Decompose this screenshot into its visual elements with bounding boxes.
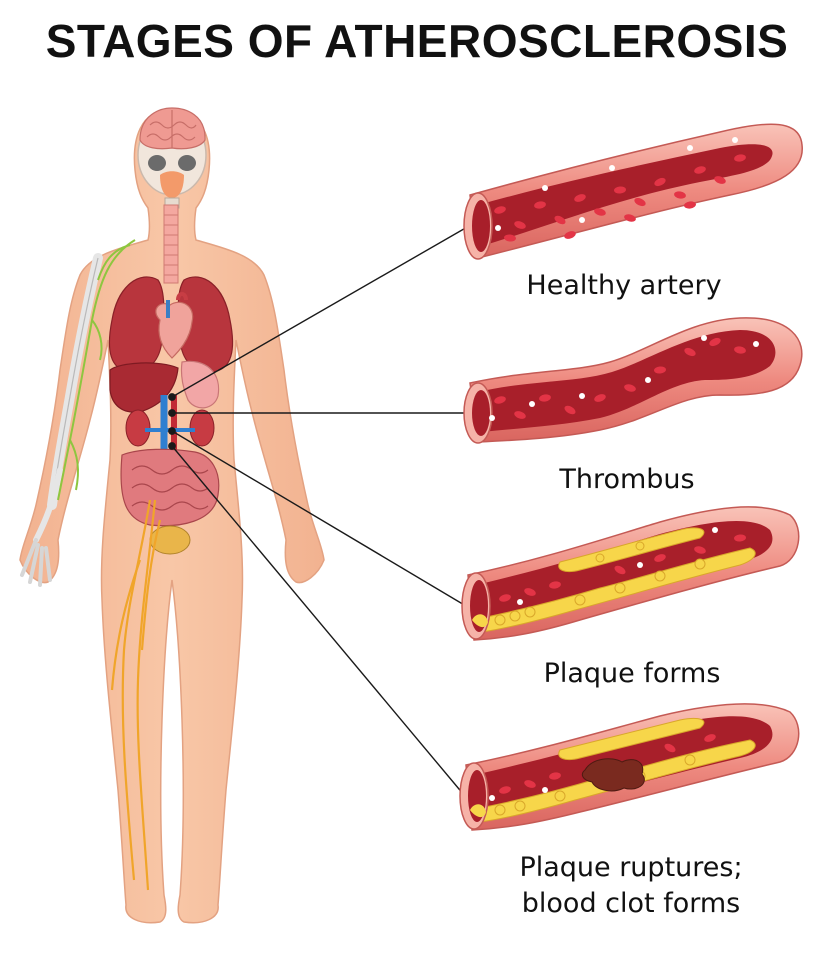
stage-label-rupture: Plaque ruptures; blood clot forms	[471, 850, 791, 922]
artery-thrombus	[463, 317, 803, 444]
leader-line-healthy	[171, 225, 470, 398]
leader-line-rupture	[171, 445, 465, 796]
blood-cells-healthy	[494, 154, 746, 242]
blood-cells-thrombus	[494, 337, 746, 419]
blood-cells-plaque	[499, 534, 746, 602]
artery-rupture	[459, 703, 800, 831]
artery-plaque	[461, 506, 800, 641]
intestines	[120, 448, 220, 527]
nerves-leg	[110, 499, 162, 891]
stage-label-rupture-line2: blood clot forms	[521, 888, 741, 919]
trachea	[163, 204, 179, 284]
leader-line-plaque	[171, 430, 467, 607]
human-body-figure	[19, 107, 325, 924]
artery-healthy	[463, 123, 803, 260]
plaque-deposits	[481, 527, 756, 633]
stage-label-thrombus: Thrombus	[559, 464, 695, 495]
stomach	[180, 360, 220, 409]
nerves-arm	[57, 239, 136, 501]
skull	[137, 107, 207, 209]
stage-label-healthy: Healthy artery	[526, 270, 722, 301]
stage-label-rupture-line1: Plaque ruptures;	[519, 852, 743, 883]
blood-clot	[581, 758, 645, 792]
heart	[155, 292, 194, 359]
blood-cells-rupture	[499, 734, 716, 794]
page-title: STAGES OF ATHEROSCLEROSIS	[45, 15, 789, 67]
stage-label-plaque: Plaque forms	[543, 658, 721, 689]
arm-skeleton	[20, 253, 103, 587]
